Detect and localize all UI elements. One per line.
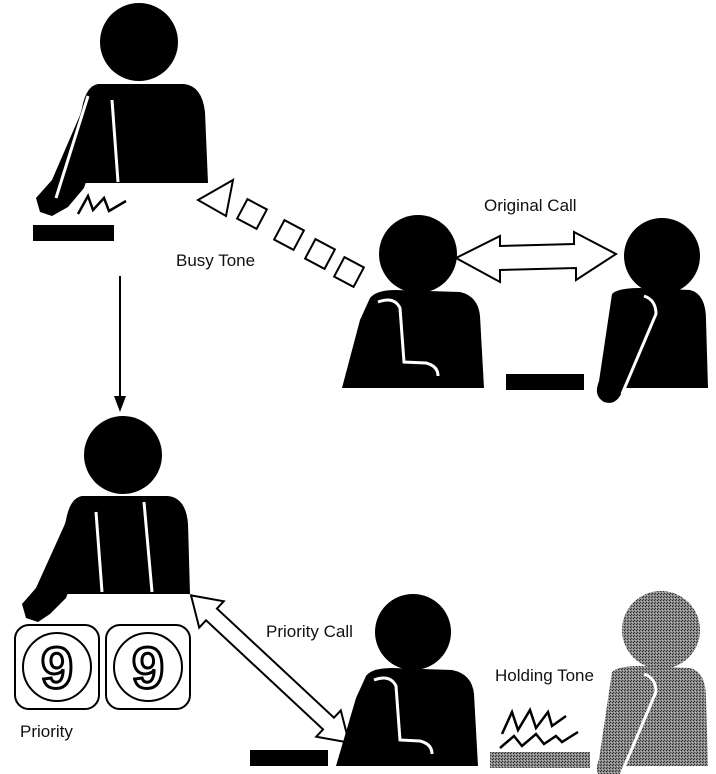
priority-call-arrow: [189, 594, 351, 744]
caller-head-bottom: [84, 416, 162, 494]
busy-party-head: [379, 215, 457, 293]
holding-tone-label: Holding Tone: [495, 666, 594, 685]
busy-party-arm-bottom: [372, 676, 434, 766]
busy-party-figure: [342, 215, 484, 388]
busy-party-figure-bottom: [336, 594, 478, 766]
busy-party-head-bottom: [375, 594, 451, 670]
original-call-arrow: [453, 230, 618, 284]
held-party-figure: [596, 591, 708, 774]
caller-figure-bottom: [22, 416, 190, 622]
busy-tone-arrow: [195, 178, 366, 289]
busy-party-body-bottom: [336, 668, 478, 766]
priority-key-2: 9: [105, 624, 191, 710]
held-party-head: [622, 591, 700, 669]
priority-call-label: Priority Call: [266, 622, 353, 641]
original-call-label: Original Call: [484, 196, 577, 215]
caller-desk-top: [33, 225, 114, 241]
caller-figure-top: [33, 3, 208, 241]
holding-tone-squiggle: [500, 707, 567, 735]
center-desk: [506, 374, 584, 390]
other-party-figure: [596, 218, 708, 403]
caller-arm: [36, 91, 112, 216]
dialing-squiggle-top: [76, 192, 127, 215]
busy-party-arm: [376, 298, 440, 388]
priority-key-2-label: 9: [132, 636, 164, 701]
sequence-arrow: [114, 276, 126, 412]
caller-head: [100, 3, 178, 81]
caller-arm-bottom: [22, 503, 96, 622]
bottom-right-desk: [490, 752, 590, 768]
busy-tone-label: Busy Tone: [176, 251, 255, 270]
priority-key-1-label: 9: [41, 636, 73, 701]
priority-key-1: 9: [14, 624, 100, 710]
bottom-left-desk: [250, 750, 328, 766]
other-party-arm: [596, 296, 656, 403]
held-party-arm: [596, 674, 656, 774]
other-party-head: [624, 218, 700, 294]
priority-label: Priority: [20, 722, 73, 741]
